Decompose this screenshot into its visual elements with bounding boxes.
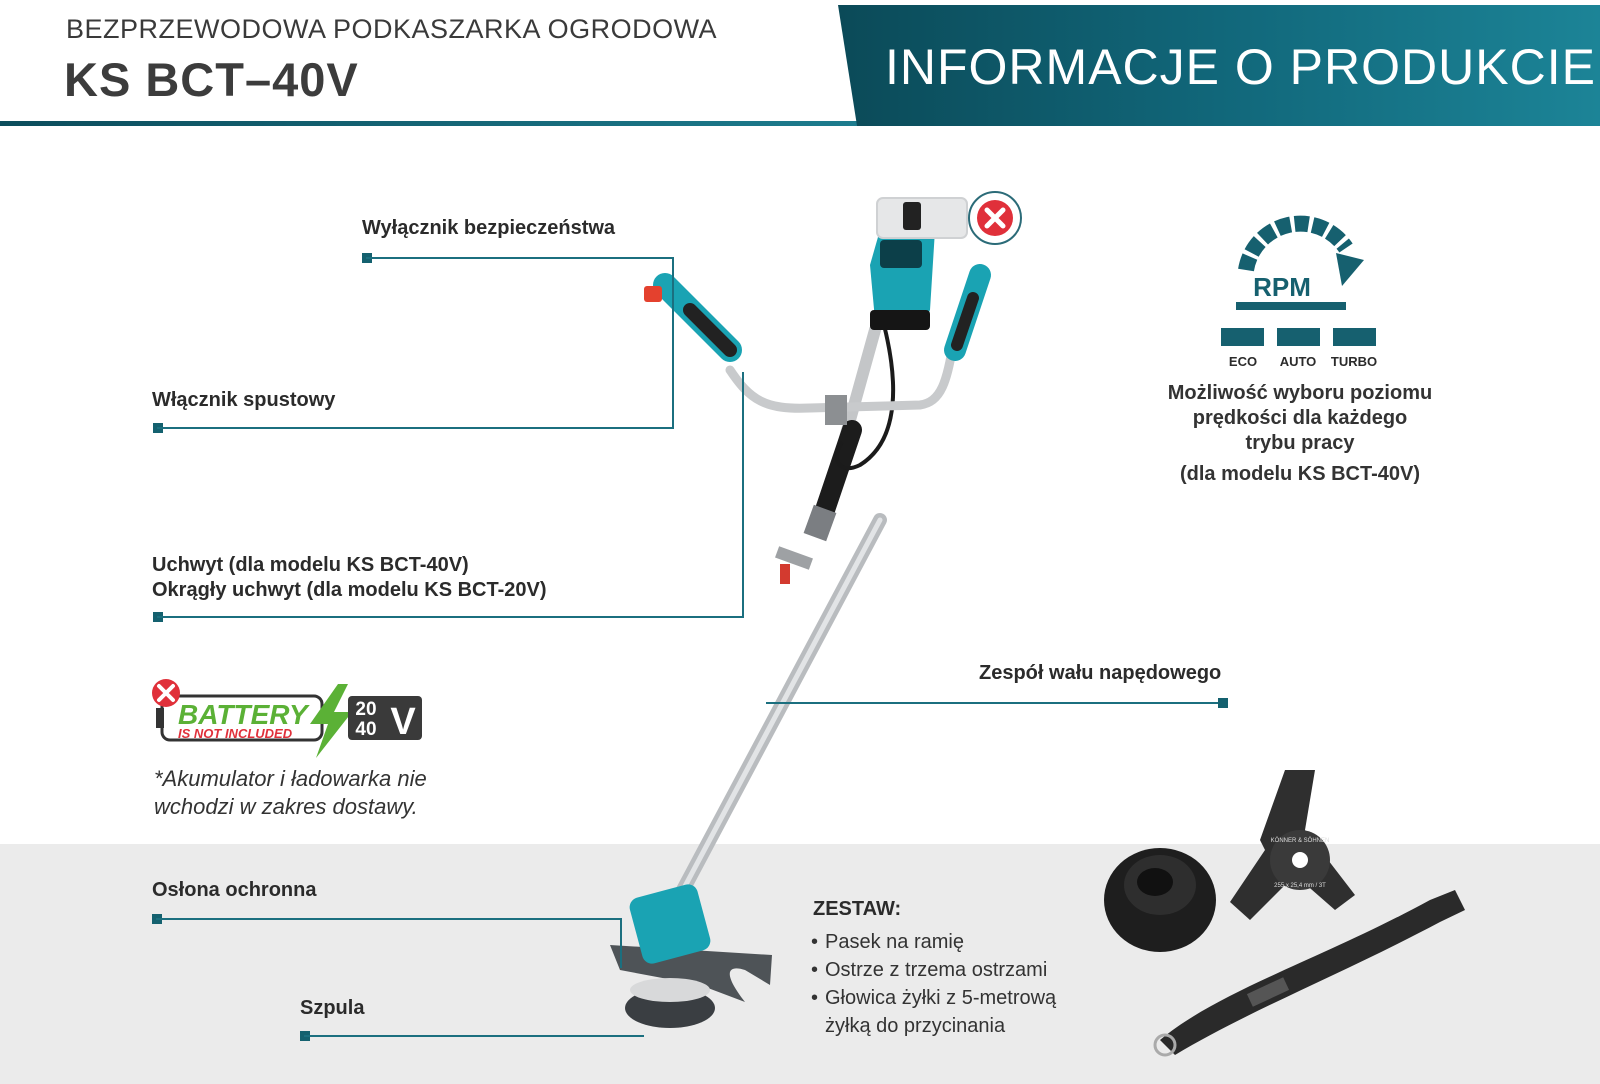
set-list: •Pasek na ramię •Ostrze z trzema ostrzam… <box>811 928 1056 1040</box>
battery-sub: IS NOT INCLUDED <box>178 726 293 741</box>
mode-bar-auto <box>1277 328 1320 346</box>
battery-not-included-badge: BATTERY IS NOT INCLUDED 20 40 V <box>152 679 422 758</box>
callout-line <box>620 918 622 968</box>
voltage-bottom: 40 <box>355 719 376 740</box>
voltage-unit: V <box>390 701 416 743</box>
battery-note-line2: wchodzi w zakres dostawy. <box>154 794 418 819</box>
callout-line <box>742 372 744 618</box>
callout-line <box>304 1035 644 1037</box>
mode-label-auto: AUTO <box>1279 354 1317 369</box>
callout-line <box>766 702 1228 704</box>
callout-line <box>157 427 674 429</box>
callout-guard: Osłona ochronna <box>152 879 317 901</box>
product-model: KS BCT–40V <box>64 53 359 106</box>
callout-safety-switch: Wyłącznik bezpieczeństwa <box>362 217 616 239</box>
callout-marker <box>1218 698 1228 708</box>
callout-shaft: Zespół wału napędowego <box>979 662 1222 684</box>
rpm-desc-line: Możliwość wyboru poziomu <box>1167 382 1433 404</box>
callout-trigger: Włącznik spustowy <box>152 389 336 411</box>
callout-line <box>157 616 744 618</box>
info-banner <box>838 5 1600 126</box>
callout-line <box>672 257 674 429</box>
shoulder-strap-icon <box>1160 890 1465 1055</box>
set-title: ZESTAW: <box>813 898 902 920</box>
callout-handle-line2: Okrągły uchwyt (dla modelu KS BCT-20V) <box>152 579 547 601</box>
product-category: BEZPRZEWODOWA PODKASZARKA OGRODOWA <box>66 14 718 44</box>
rpm-desc-line: trybu pracy <box>1245 432 1355 454</box>
mode-label-eco: ECO <box>1228 354 1258 369</box>
three-tooth-blade-icon: KÖNNER & SÖHNEN 255 x 25,4 mm / 3T <box>1230 770 1355 920</box>
rpm-gauge-icon: RPM <box>1236 215 1364 310</box>
callout-handle: Uchwyt (dla modelu KS BCT-40V) Okrągły u… <box>152 553 547 603</box>
blade-spec: 255 x 25,4 mm / 3T <box>1274 883 1326 889</box>
voltage-top: 20 <box>355 699 376 720</box>
mode-bar-turbo <box>1333 328 1376 346</box>
rpm-icon-label: RPM <box>1253 272 1311 302</box>
callout-spool: Szpula <box>300 997 365 1019</box>
set-item: •Głowica żyłki z 5-metrową <box>811 987 1057 1009</box>
rpm-description: Możliwość wyboru poziomu prędkości dla k… <box>1140 381 1460 487</box>
set-item: żyłką do przycinania <box>825 1015 1006 1037</box>
trimmer-illustration <box>610 197 991 1028</box>
mode-label-turbo: TURBO <box>1330 354 1378 369</box>
battery-note-line1: *Akumulator i ładowarka nie <box>154 766 427 791</box>
set-item: •Pasek na ramię <box>811 931 964 953</box>
blade-brand: KÖNNER & SÖHNEN <box>1271 837 1330 844</box>
mode-bar-eco <box>1221 328 1264 346</box>
battery-note: *Akumulator i ładowarka nie wchodzi w za… <box>154 765 427 821</box>
battery-word: BATTERY <box>178 699 310 730</box>
rpm-desc-model: (dla modelu KS BCT-40V) <box>1179 463 1421 485</box>
trimmer-head-icon <box>1104 848 1216 952</box>
battery-excluded-badge <box>968 191 1022 245</box>
set-item: •Ostrze z trzema ostrzami <box>811 959 1048 981</box>
callout-handle-line1: Uchwyt (dla modelu KS BCT-40V) <box>152 554 469 576</box>
accessories-illustration: KÖNNER & SÖHNEN 255 x 25,4 mm / 3T <box>1104 770 1465 1057</box>
callout-line <box>366 257 674 259</box>
header-divider <box>0 121 860 126</box>
header-left-panel <box>0 0 860 125</box>
callout-line <box>156 918 622 920</box>
rpm-desc-line: prędkości dla każdego <box>1192 407 1408 429</box>
banner-title: INFORMACJE O PRODUKCIE <box>885 39 1596 95</box>
lightning-icon <box>310 684 352 758</box>
